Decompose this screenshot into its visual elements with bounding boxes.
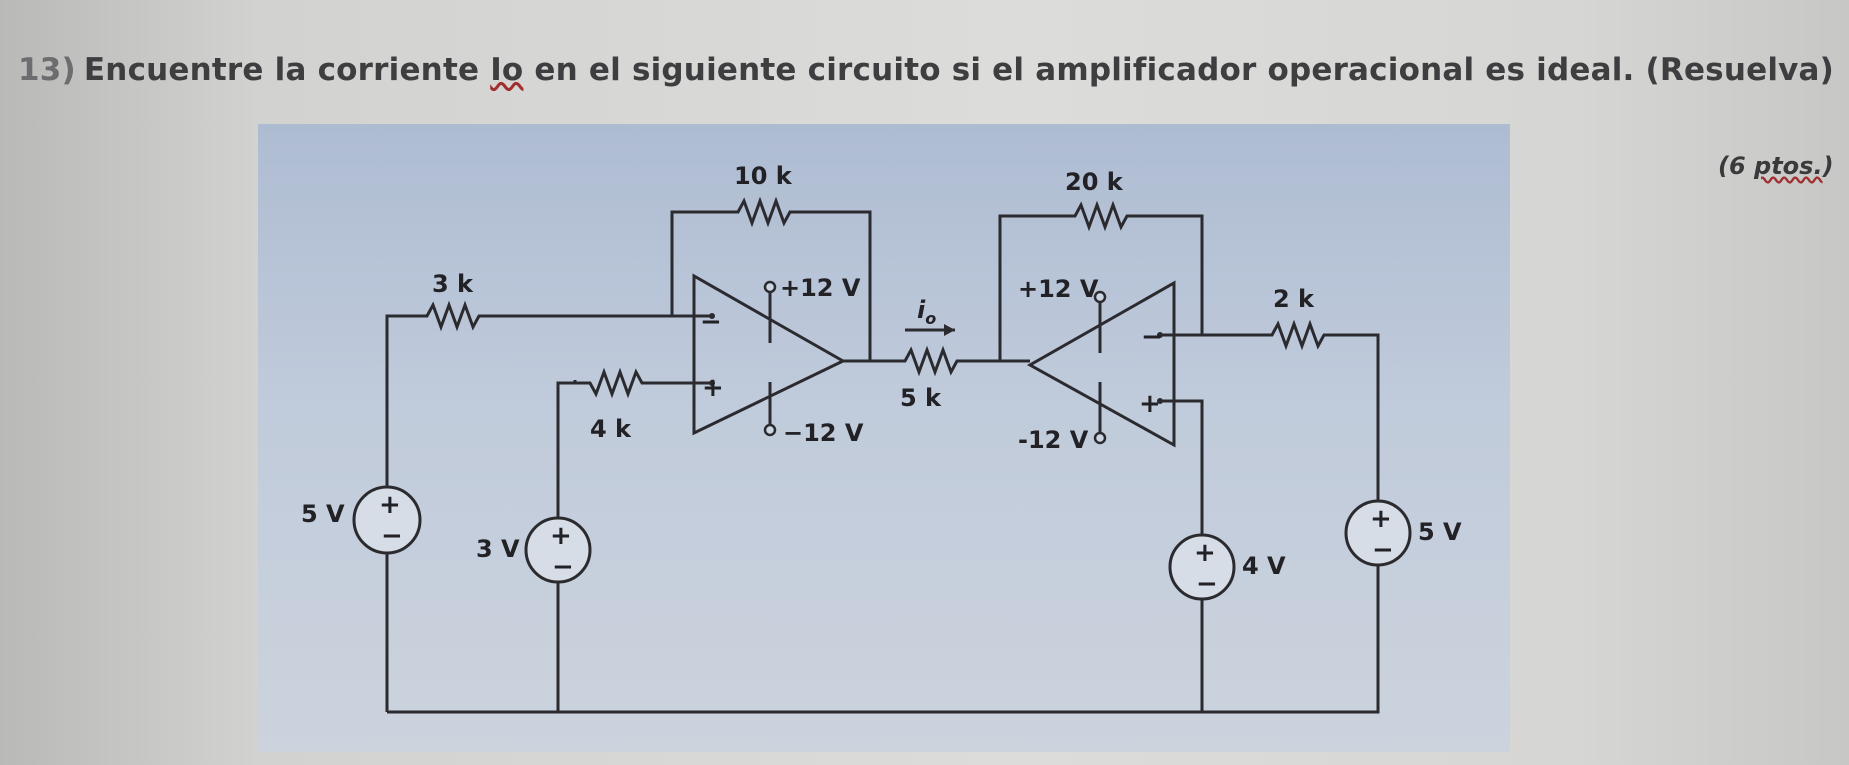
question-text: 13)Encuentre la corriente Io en el sigui… xyxy=(18,52,1834,88)
source-5v-right-plus: + xyxy=(1370,504,1392,534)
opamp-2-supply-pos-terminal xyxy=(1093,290,1107,304)
label-20k: 20 k xyxy=(1065,168,1124,196)
opamp-2-noninv-node xyxy=(1157,398,1163,404)
label-source-5v-right: 5 V xyxy=(1418,518,1462,546)
source-5v-left xyxy=(352,485,422,555)
source-4v xyxy=(1168,533,1236,601)
source-5v-left-plus: + xyxy=(379,490,401,520)
label-3k: 3 k xyxy=(432,270,474,298)
question-text-start: Encuentre la corriente xyxy=(83,52,491,88)
opamp-2-supply-neg-terminal xyxy=(1093,431,1107,445)
opamp-1-minus-sign: − xyxy=(700,307,722,337)
current-arrow-head xyxy=(944,324,955,336)
wire-5v-left xyxy=(385,314,417,712)
question-number: 13) xyxy=(18,52,76,88)
label-current-io: io xyxy=(917,296,936,328)
label-10k: 10 k xyxy=(734,162,793,190)
resistor-4k-zigzag xyxy=(580,367,712,399)
label-opamp-1-neg-supply: −12 V xyxy=(783,419,864,447)
resistor-2k xyxy=(1262,319,1342,351)
ground-wire xyxy=(387,333,1380,714)
resistor-5k xyxy=(895,345,968,377)
opamp-2 xyxy=(1026,280,1176,448)
label-opamp-1-pos-supply: +12 V xyxy=(780,274,861,302)
question-io: Io xyxy=(490,52,524,88)
label-4k: 4 k xyxy=(590,415,632,443)
opamp-1-noninv-node xyxy=(709,380,715,386)
opamp-1-supply-neg-terminal xyxy=(763,423,777,437)
source-3v-minus: − xyxy=(552,552,574,582)
resistor-20k xyxy=(1065,200,1139,232)
opamp-2-inv-node xyxy=(1157,332,1163,338)
source-5v-left-minus: − xyxy=(381,521,403,551)
source-5v-right-minus: − xyxy=(1372,535,1394,565)
source-3v-plus: + xyxy=(550,521,572,551)
points-word: ptos. xyxy=(1754,152,1823,180)
opamp-1-plus-sign: + xyxy=(702,373,724,403)
label-source-4v: 4 V xyxy=(1242,552,1286,580)
opamp-1-inv-node xyxy=(709,313,715,319)
source-4v-minus: − xyxy=(1196,569,1218,599)
wire-feedback-20k xyxy=(998,214,1204,361)
wire-feedback-10k xyxy=(670,210,872,360)
label-5k: 5 k xyxy=(900,384,942,412)
resistor-3k xyxy=(417,300,488,332)
points-label: (6 ptos.) xyxy=(1718,152,1834,180)
label-opamp-2-pos-supply: +12 V xyxy=(1018,275,1099,303)
source-3v xyxy=(524,516,592,584)
opamp-1-supply-pos-terminal xyxy=(763,280,777,294)
question-text-end: en el siguiente circuito si el amplifica… xyxy=(523,52,1835,88)
source-5v-right xyxy=(1344,499,1412,567)
label-2k: 2 k xyxy=(1273,285,1315,313)
opamp-2-plus-sign: + xyxy=(1139,389,1161,419)
label-source-3v: 3 V xyxy=(476,535,520,563)
label-opamp-2-neg-supply: -12 V xyxy=(1018,426,1089,454)
resistor-10k xyxy=(728,196,802,228)
wire-noninv-2 xyxy=(1160,399,1204,712)
label-source-5v-left: 5 V xyxy=(301,500,345,528)
opamp-2-minus-sign: − xyxy=(1141,322,1163,352)
circuit-panel xyxy=(258,124,1510,752)
source-4v-plus: + xyxy=(1194,538,1216,568)
